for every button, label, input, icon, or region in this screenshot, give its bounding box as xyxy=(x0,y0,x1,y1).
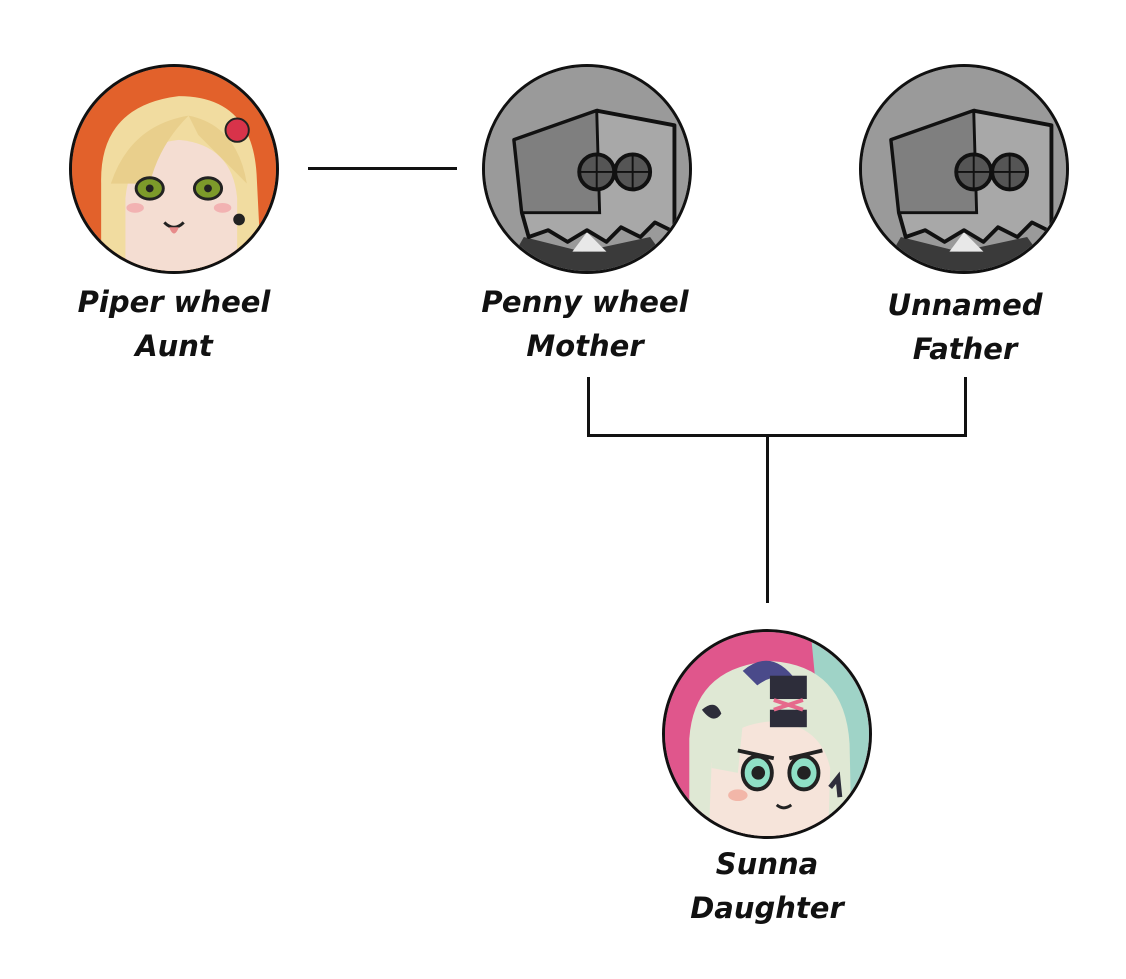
mother-avatar xyxy=(482,64,692,274)
daughter-name: Sunna xyxy=(715,847,819,881)
aunt-name: Piper wheel xyxy=(77,285,271,319)
mother-role: Mother xyxy=(526,329,644,363)
aunt-label: Piper wheel Aunt xyxy=(24,280,324,368)
sibling-link xyxy=(308,167,457,170)
father-drop-line xyxy=(964,377,967,437)
parents-bar xyxy=(587,434,967,437)
father-label: Unnamed Father xyxy=(815,283,1115,371)
father-role: Father xyxy=(912,332,1018,366)
daughter-label: Sunna Daughter xyxy=(617,842,917,930)
child-line xyxy=(766,437,769,603)
paper-bag-head-avatar-icon xyxy=(862,67,1066,271)
father-name: Unnamed xyxy=(887,288,1043,322)
mother-name: Penny wheel xyxy=(481,285,689,319)
daughter-role: Daughter xyxy=(690,891,844,925)
father-avatar xyxy=(859,64,1069,274)
paper-bag-head-avatar-icon xyxy=(485,67,689,271)
mother-drop-line xyxy=(587,377,590,437)
blonde-girl-avatar-icon xyxy=(72,67,276,271)
mint-hair-girl-avatar-icon xyxy=(665,632,869,836)
aunt-avatar xyxy=(69,64,279,274)
mother-label: Penny wheel Mother xyxy=(435,280,735,368)
aunt-role: Aunt xyxy=(135,329,213,363)
daughter-avatar xyxy=(662,629,872,839)
